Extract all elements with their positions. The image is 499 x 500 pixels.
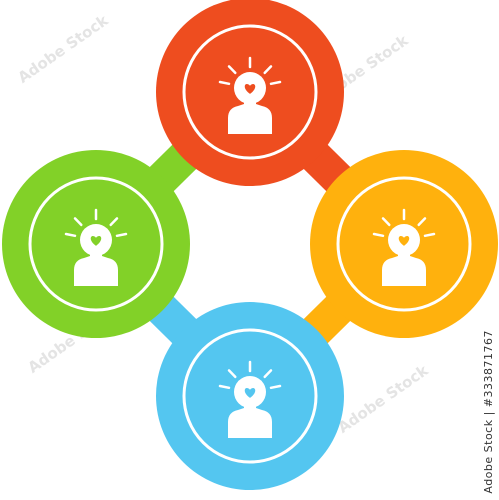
heart-icon [90, 236, 102, 246]
node-ring [28, 176, 164, 312]
node-ring [182, 328, 318, 464]
heart-icon [244, 84, 256, 94]
nodes [2, 0, 498, 490]
heart-icon [244, 388, 256, 398]
node-right [310, 150, 498, 338]
image-credit: Adobe Stock | #333871767 [482, 330, 495, 494]
heart-icon [398, 236, 410, 246]
node-bottom [156, 302, 344, 490]
node-left [2, 150, 190, 338]
person-head-heart-idea-icon [218, 56, 282, 134]
node-top [156, 0, 344, 186]
node-ring [336, 176, 472, 312]
node-ring [182, 24, 318, 160]
